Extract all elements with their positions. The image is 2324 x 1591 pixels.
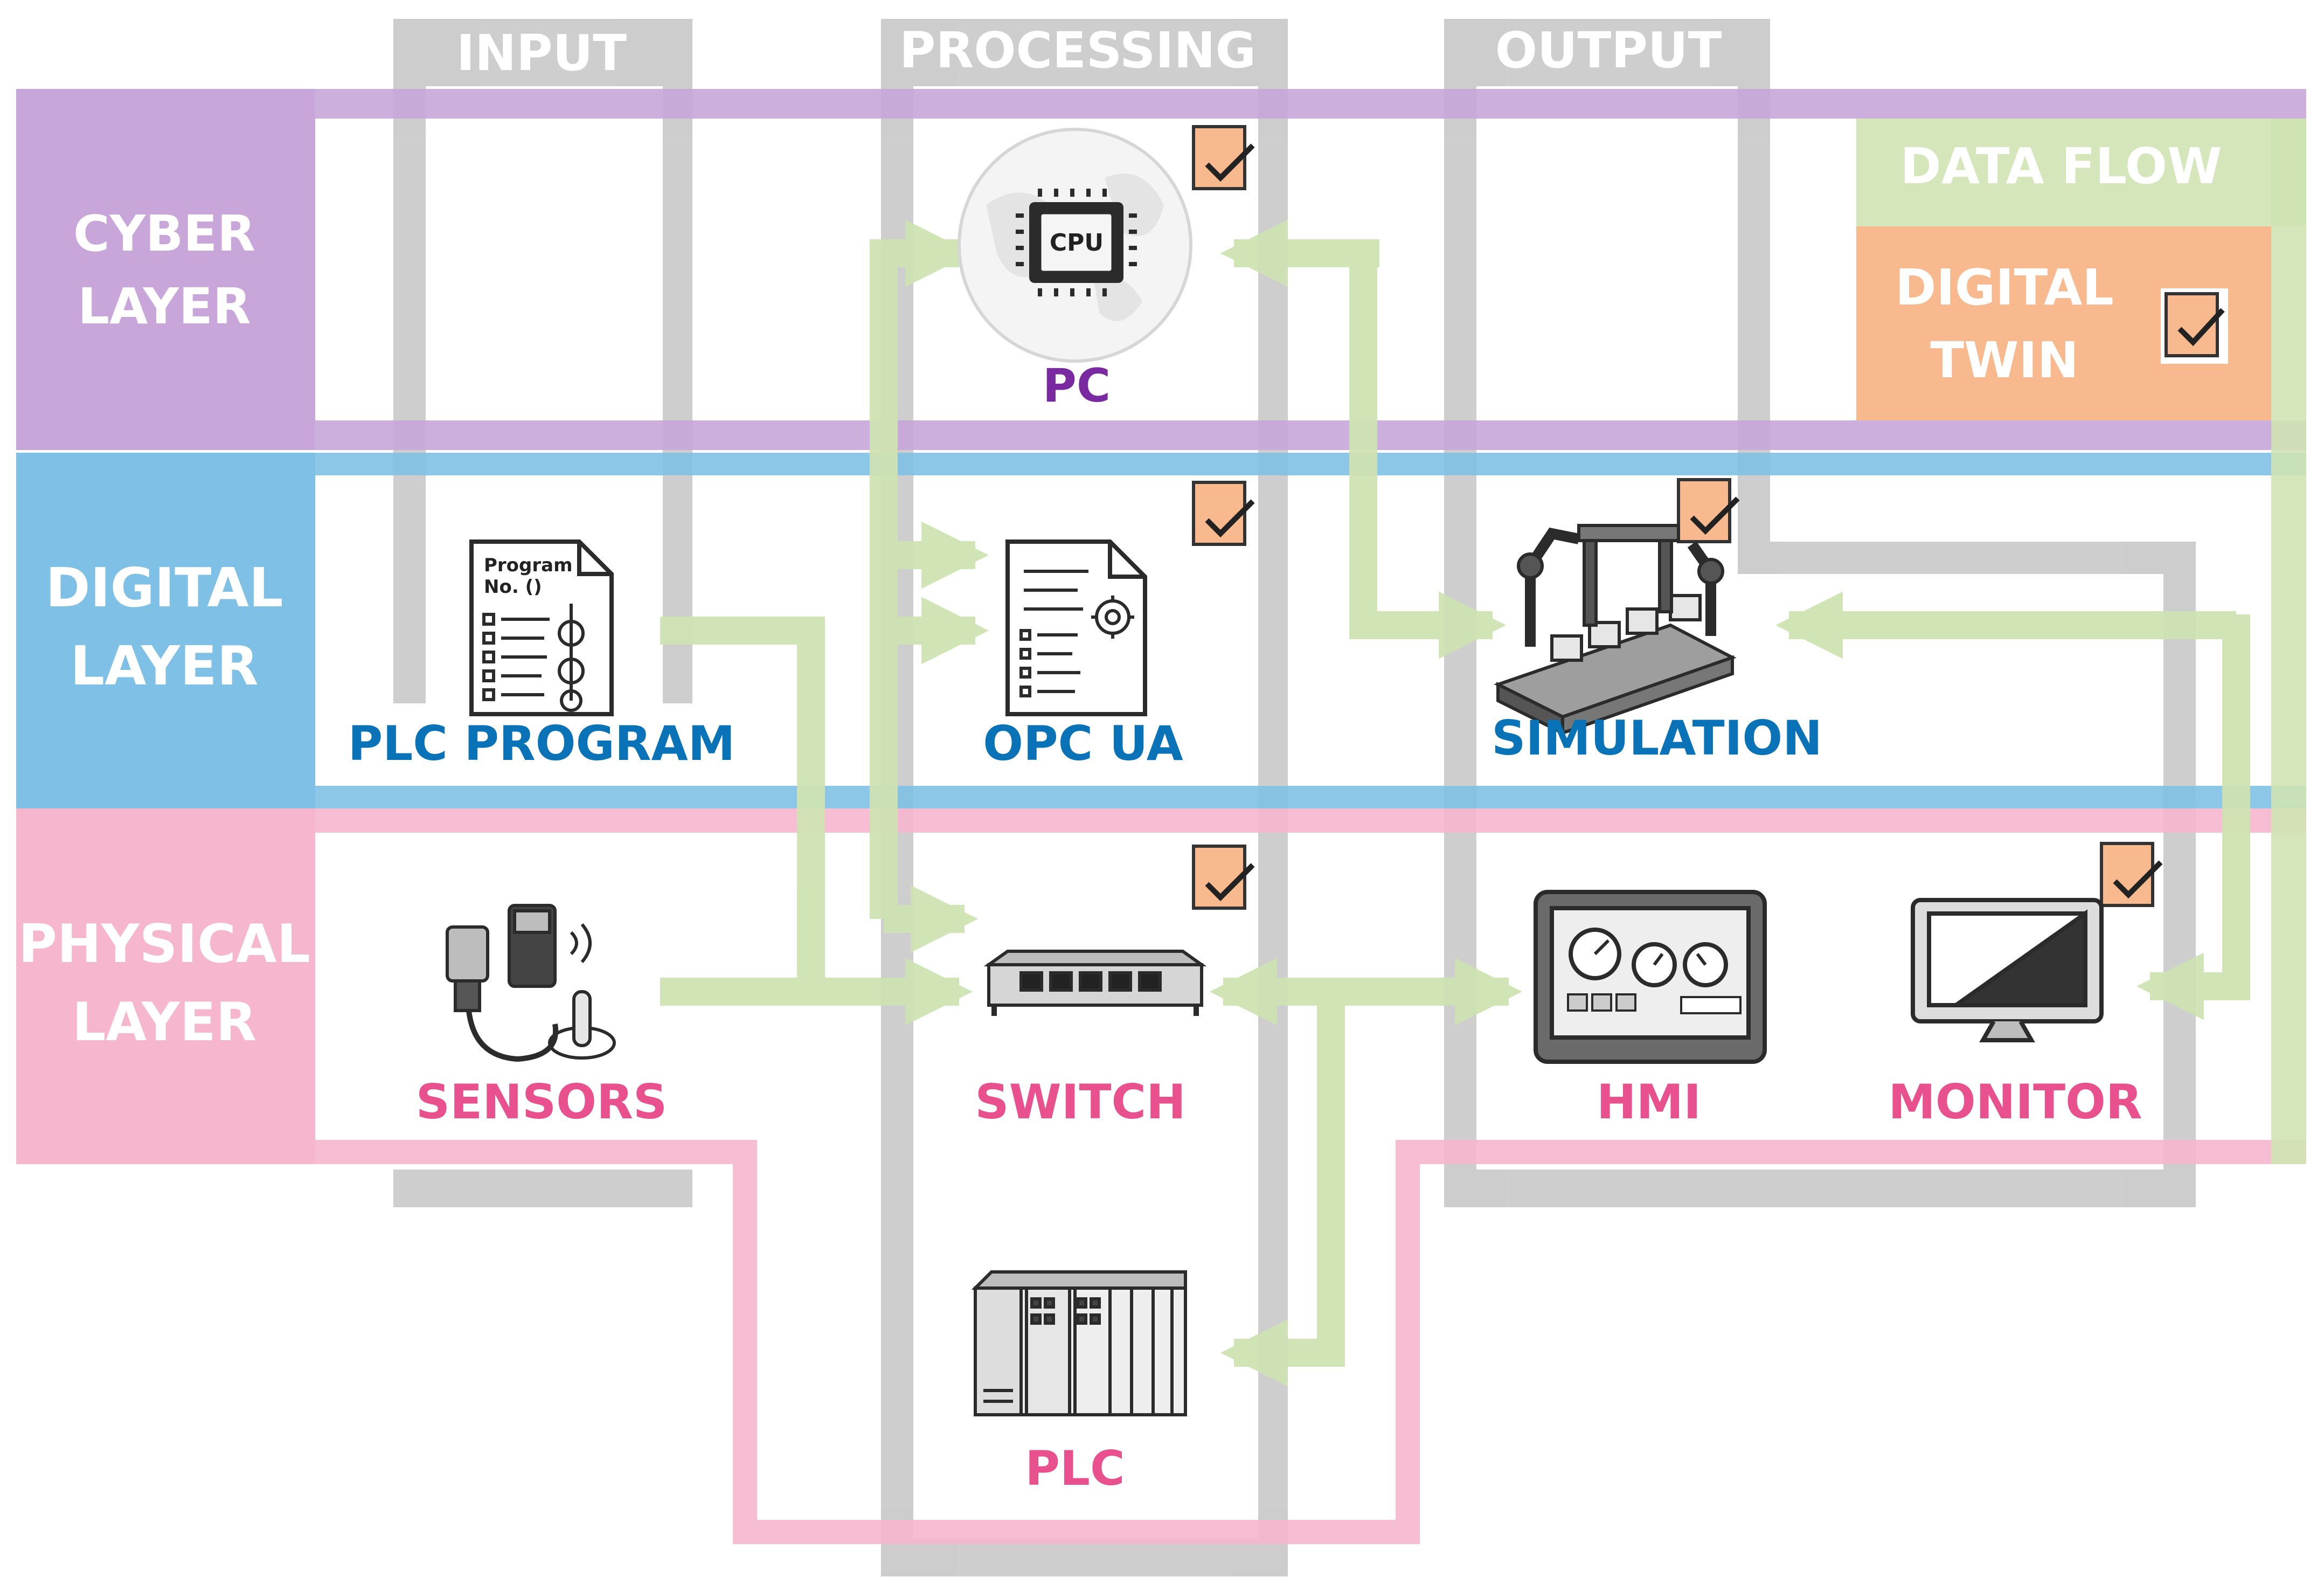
processing-column-bottom [881, 1539, 1288, 1576]
layer-labels: CYBER LAYER DIGITAL LAYER PHYSICAL LAYER [18, 205, 310, 1053]
arrow-to-monitor [2136, 614, 2250, 1020]
hmi-label: HMI [1597, 1074, 1701, 1130]
cyber-layer-label-box [16, 89, 315, 450]
cpu-chip-text: CPU [1050, 229, 1104, 257]
digital-layer-bottom-stripe [16, 786, 2306, 808]
pc-twin-icon [1192, 125, 1255, 190]
program-document-icon: Program No. () [469, 539, 614, 716]
network-switch-icon [983, 950, 1207, 1016]
program-doc-text-2: No. () [484, 576, 542, 598]
output-column-far-bar [2163, 542, 2196, 1207]
row-backgrounds [426, 124, 1738, 426]
opc-ua-node: OPC UA [983, 539, 1183, 771]
processing-column-header [881, 19, 1288, 86]
physical-layer-top-stripe [16, 808, 2306, 833]
plc-program-label: PLC PROGRAM [348, 716, 736, 771]
monitor-label: MONITOR [1888, 1074, 2142, 1130]
plc-rack-icon [971, 1270, 1187, 1416]
hmi-panel-icon [1534, 890, 1767, 1064]
sensors-label: SENSORS [416, 1074, 667, 1130]
cpu-icon: CPU [1016, 189, 1137, 296]
robot-assembly-icon [1494, 524, 1737, 736]
arrow-rail-to-pc [870, 219, 973, 919]
plc-node: PLC [971, 1270, 1187, 1496]
digital-layer-label-box [16, 453, 315, 808]
pc-label: PC [1043, 359, 1111, 413]
data-flow-label: DATA FLOW [1900, 137, 2222, 195]
simulation-node: SIMULATION [1491, 524, 1822, 766]
input-header: INPUT [456, 24, 627, 82]
arrow-plc-program-down [660, 617, 825, 992]
data-flow-arrows [660, 219, 2250, 1387]
program-doc-text-1: Program [484, 555, 573, 576]
sensor-devices-icon [446, 904, 616, 1062]
cyber-layer-label-2: LAYER [78, 278, 251, 335]
input-column-left-bar [393, 19, 426, 703]
sensors-node: SENSORS [416, 904, 667, 1130]
output-column-header [1444, 19, 1770, 86]
legend [1856, 119, 2306, 1164]
document-gear-icon [1005, 539, 1147, 716]
physical-layer-label-box [16, 808, 315, 1164]
cyber-layer-label-1: CYBER [73, 205, 255, 262]
monitor-icon [1911, 898, 2104, 1042]
opcua-twin-icon [1192, 481, 1255, 546]
input-column-bottom [393, 1170, 692, 1207]
plc-label: PLC [1025, 1441, 1125, 1496]
arrow-pc-to-simulation [1349, 253, 1506, 659]
switch-label: SWITCH [975, 1074, 1185, 1130]
hmi-node: HMI [1534, 890, 1767, 1130]
output-header: OUTPUT [1495, 22, 1722, 79]
digital-layer-top-stripe [16, 453, 2306, 475]
input-column-right-bar [663, 19, 692, 703]
output-column-step [1738, 542, 2196, 574]
pc-node: CPU PC [958, 128, 1192, 413]
cyber-layer-bottom-stripe [16, 420, 2306, 450]
opc-ua-label: OPC UA [983, 716, 1183, 771]
data-flow-right-rail [2271, 119, 2306, 1164]
switch-twin-icon [1192, 845, 1255, 910]
digital-twin-label-2: TWIN [1930, 331, 2078, 389]
data-flow-legend-box [1856, 119, 2306, 226]
digital-layer-label-2: LAYER [70, 634, 258, 697]
simulation-twin-icon [1677, 478, 1740, 543]
simulation-label: SIMULATION [1491, 710, 1822, 766]
processing-header: PROCESSING [899, 22, 1256, 79]
digital-layer-label-1: DIGITAL [45, 556, 283, 619]
layer-bands [16, 89, 2306, 1544]
input-column-header [393, 19, 692, 86]
plc-program-node: Program No. () PLC PROGRAM [348, 539, 736, 771]
output-column-bottom [1444, 1170, 2196, 1207]
physical-layer-label-2: LAYER [72, 992, 256, 1053]
cyber-layer-top-stripe [16, 89, 2306, 119]
physical-layer-label-1: PHYSICAL [18, 914, 310, 975]
switch-node: SWITCH [975, 950, 1207, 1130]
monitor-twin-icon [2100, 842, 2163, 907]
arrow-to-plc [1220, 992, 1345, 1387]
monitor-node: MONITOR [1888, 898, 2142, 1130]
digital-twin-legend-icon [2161, 288, 2228, 364]
digital-twin-label-1: DIGITAL [1895, 259, 2114, 316]
digital-twin-markers [1192, 125, 2228, 910]
legend-text: DATA FLOW DIGITAL TWIN [1895, 137, 2222, 389]
column-headers: INPUT PROCESSING OUTPUT [456, 22, 1722, 82]
